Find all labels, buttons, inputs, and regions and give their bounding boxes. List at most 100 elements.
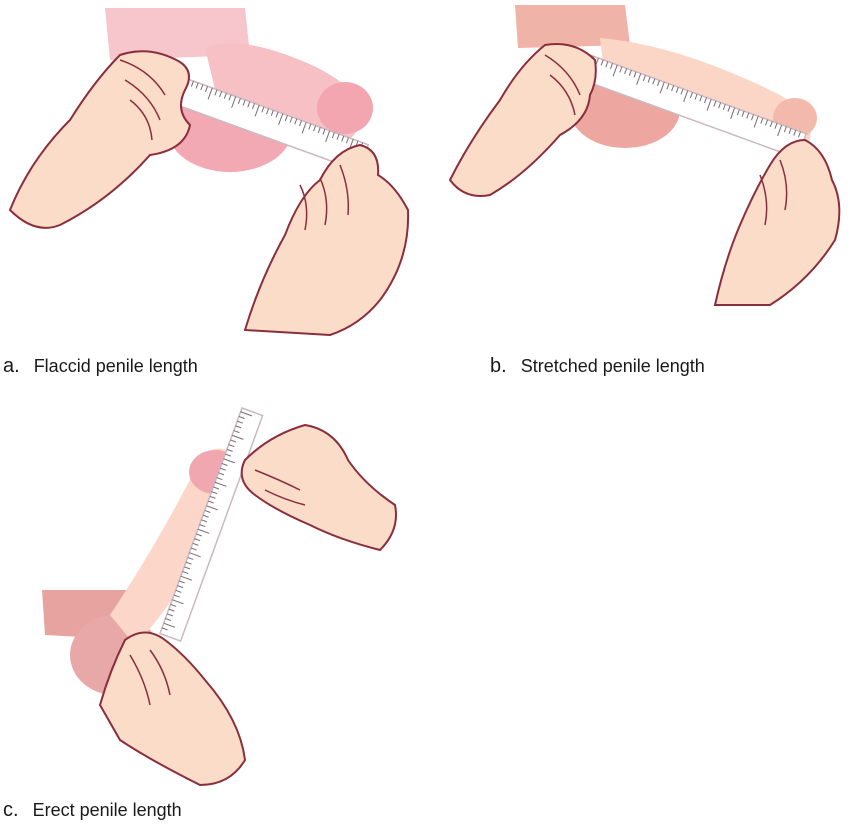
tape-tick xyxy=(671,85,675,92)
left-hand-fingers xyxy=(544,54,581,116)
caption-text: Flaccid penile length xyxy=(33,356,198,376)
tape-tick xyxy=(200,84,204,91)
right-hand-fingers xyxy=(759,159,788,226)
caption-erect: c.Erect penile length xyxy=(3,799,182,822)
tape-tick xyxy=(797,131,801,138)
body-background xyxy=(515,5,630,48)
left-hand xyxy=(448,43,597,197)
tape-tick xyxy=(633,71,637,78)
tape-tick xyxy=(178,580,185,584)
tape-tick xyxy=(195,82,199,89)
tape-tick xyxy=(600,59,604,66)
tape-tick xyxy=(605,61,609,68)
caption-letter: b. xyxy=(490,355,507,377)
tape-tick xyxy=(765,119,769,126)
tape-tick xyxy=(223,92,227,99)
tape-tick xyxy=(760,117,764,124)
tape-tick xyxy=(202,514,209,518)
tape-tick xyxy=(680,88,684,95)
tape-tick xyxy=(240,411,253,417)
tape-ticks xyxy=(589,56,801,138)
tape-tick xyxy=(182,571,189,575)
upper-hand-fingers xyxy=(254,469,306,506)
tape-tick xyxy=(284,115,288,122)
tape-tick xyxy=(345,137,349,144)
tape-tick xyxy=(730,107,736,120)
tape-tick xyxy=(322,128,326,135)
tape-tick xyxy=(336,133,340,140)
left-hand xyxy=(8,50,192,229)
right-hand-fingers xyxy=(299,164,350,231)
tape-tick xyxy=(170,603,177,607)
tape-tick xyxy=(185,561,192,565)
tape-tick xyxy=(214,481,227,487)
tape-tick xyxy=(190,547,197,551)
tape-tick xyxy=(180,575,193,581)
tape-tick xyxy=(205,86,209,93)
tape-tick xyxy=(750,114,754,121)
tape-tick xyxy=(242,99,246,106)
tape-tick xyxy=(161,627,168,631)
left-hand-fingers xyxy=(119,59,166,141)
panel-stretched-illustration xyxy=(440,0,850,320)
tape-tick xyxy=(218,472,225,476)
panel-erect-illustration xyxy=(30,400,410,790)
tape-tick xyxy=(624,68,628,75)
tape-tick xyxy=(783,126,787,133)
tape-tick xyxy=(659,81,665,94)
tape-tick xyxy=(195,533,202,537)
tape-tick xyxy=(325,130,331,143)
right-hand xyxy=(713,138,841,306)
tape-tick xyxy=(294,118,298,125)
tape-tick xyxy=(722,104,726,111)
tape-tick xyxy=(774,122,778,129)
tape-tick xyxy=(231,434,244,440)
right-hand xyxy=(243,143,410,337)
tape-tick xyxy=(187,556,194,560)
tape-tick xyxy=(298,120,302,127)
shaft-shape xyxy=(110,448,235,645)
measuring-tape xyxy=(158,407,264,643)
tape-tick xyxy=(793,129,797,136)
tape-tick xyxy=(219,91,223,98)
tape-tick xyxy=(317,127,321,134)
tape-tick xyxy=(204,509,211,513)
tape-tick xyxy=(247,101,251,108)
tape-tick xyxy=(233,430,240,434)
tape-ticks xyxy=(161,411,253,631)
tape-tick xyxy=(168,608,175,612)
tape-tick xyxy=(226,448,233,452)
tape-tick xyxy=(683,90,689,103)
tape-tick xyxy=(237,98,241,104)
tape-tick xyxy=(612,64,618,77)
tape-tick xyxy=(610,63,614,70)
tape-tick xyxy=(177,585,184,589)
tape-tick xyxy=(252,103,256,110)
tape-tick xyxy=(718,102,722,109)
tape-tick xyxy=(223,458,235,464)
tape-tick xyxy=(219,467,226,471)
tape-tick xyxy=(788,128,792,135)
tape-tick xyxy=(699,95,703,102)
tape-tick xyxy=(642,75,646,81)
tape-tick xyxy=(736,109,740,116)
tape-tick xyxy=(741,110,745,117)
tape-tick xyxy=(619,66,623,73)
tape-tick xyxy=(184,566,191,570)
tape-tick xyxy=(261,106,265,113)
tape-tick xyxy=(228,444,235,448)
tape-tick xyxy=(753,116,759,128)
tape-tick xyxy=(628,69,632,76)
tape-tick xyxy=(237,420,244,424)
tape-tick xyxy=(216,477,223,481)
tape-tick xyxy=(207,87,213,100)
tape-tick xyxy=(769,121,773,128)
tape-tick xyxy=(213,486,220,490)
tape-tick xyxy=(270,109,274,116)
caption-flaccid: a.Flaccid penile length xyxy=(3,355,198,378)
tape-tick xyxy=(275,111,279,118)
tape-tick xyxy=(706,98,712,111)
lower-hand-fingers xyxy=(129,649,171,706)
caption-letter: c. xyxy=(3,799,19,821)
tape-tick xyxy=(221,462,228,466)
